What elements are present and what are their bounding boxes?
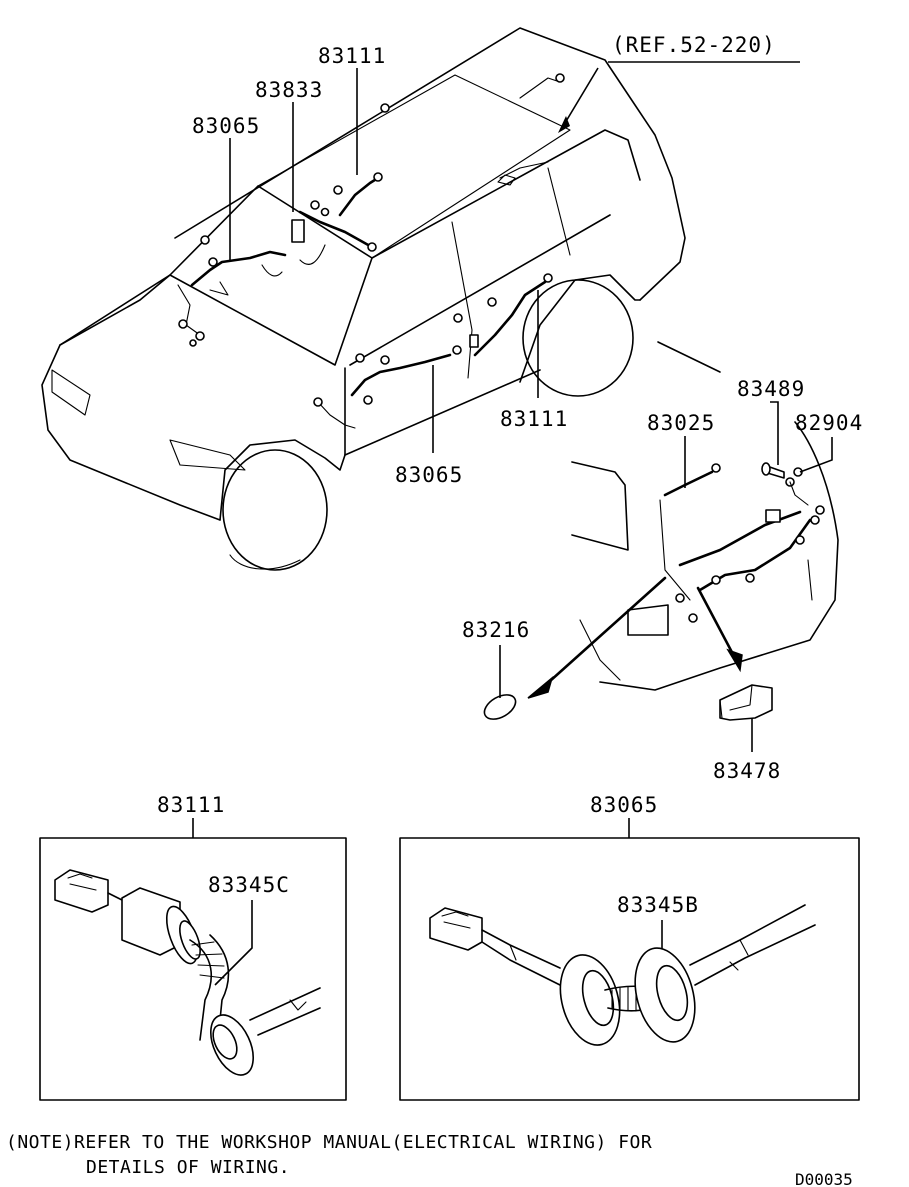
detail-title-83111: 83111 (157, 793, 225, 817)
part-label-82904: 82904 (795, 411, 863, 435)
note-line-2: DETAILS OF WIRING. (86, 1157, 290, 1178)
leader-lines (229, 61, 833, 752)
part-label-83489: 83489 (737, 377, 805, 401)
front-vehicle-illustration (41, 27, 686, 571)
part-label-83025: 83025 (647, 411, 715, 435)
rear-vehicle-illustration (571, 341, 839, 691)
note-line-1: (NOTE)REFER TO THE WORKSHOP MANUAL(ELECT… (6, 1132, 652, 1153)
detail-part-83345C: 83345C (208, 873, 290, 897)
part-label-83216: 83216 (462, 618, 530, 642)
detail-box-83111: 83111 83345C (39, 793, 347, 1101)
detail-title-83065: 83065 (590, 793, 658, 817)
part-label-83478: 83478 (713, 759, 781, 783)
part-label-83065-door: 83065 (395, 463, 463, 487)
rear-vehicle-wiring (527, 462, 825, 699)
grommet-83216-icon (483, 694, 517, 720)
detail-box-83065: 83065 83345B (399, 793, 860, 1101)
part-label-83065-top: 83065 (192, 114, 260, 138)
part-label-83111-top: 83111 (318, 44, 386, 68)
bracket-83478-icon (719, 684, 773, 721)
ref-label: (REF.52-220) (612, 33, 776, 57)
part-label-83111-door: 83111 (500, 407, 568, 431)
front-vehicle-wiring (177, 172, 553, 429)
diagram-code: D00035 (795, 1170, 853, 1187)
part-label-83833: 83833 (255, 78, 323, 102)
detail-part-83345B: 83345B (617, 893, 699, 917)
